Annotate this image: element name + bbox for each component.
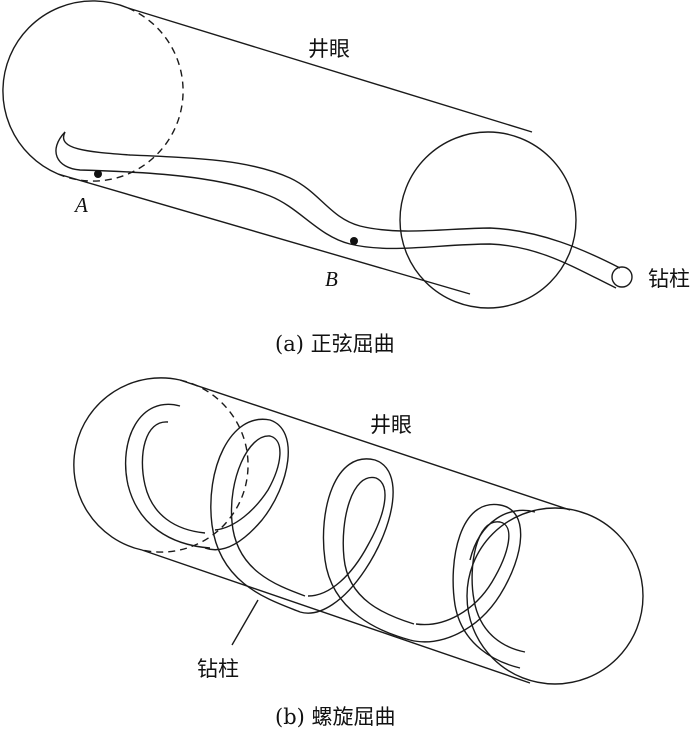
point-b-label: B (325, 267, 338, 291)
point-a-marker (94, 170, 102, 178)
drillstring-a (55, 131, 633, 289)
helix-coil-4-outer (409, 503, 522, 669)
drillstring-b (124, 403, 536, 669)
wellbore-front-circle-a-hidden (57, 7, 184, 182)
drillstring-label-b: 钻柱 (197, 657, 239, 681)
diagram-a-sinusoidal-buckling: 井眼 钻柱 A B (a) 正弦屈曲 (2, 0, 690, 356)
wellbore-label-b: 井眼 (370, 413, 412, 437)
wellbore-front-circle-b-visible (73, 377, 181, 551)
helix-coil-2-outer (204, 418, 301, 613)
wellbore-front-circle-a-visible (2, 0, 129, 175)
drillstring-end-a (611, 266, 633, 288)
wellbore-cylinder-b (73, 377, 644, 685)
wellbore-cylinder-a (2, 0, 577, 309)
wellbore-back-circle-b (466, 507, 644, 685)
caption-b: (b) 螺旋屈曲 (275, 705, 396, 729)
diagram-b-helical-buckling: 井眼 钻柱 (b) 螺旋屈曲 (73, 377, 644, 729)
helix-coil-2-inner (214, 435, 306, 597)
point-b-marker (350, 237, 358, 245)
helix-coil-3-outer (299, 458, 411, 641)
drillstring-label-a: 钻柱 (648, 267, 690, 291)
helix-coil-1-inner (141, 421, 206, 534)
wellbore-top-edge-b (179, 379, 571, 511)
helix-coil-4-inner (415, 521, 526, 653)
point-a-label: A (73, 193, 88, 217)
wellbore-bottom-edge-a (57, 173, 471, 295)
drillstring-upper-edge-a (62, 131, 621, 269)
drillstring-leader-line-b (231, 599, 259, 646)
wellbore-front-circle-b-hidden (141, 379, 249, 553)
wellbore-bottom-edge-b (141, 549, 531, 684)
helix-coil-3-inner (307, 476, 415, 625)
helix-tail (469, 509, 536, 561)
drillstring-lower-edge-a (55, 131, 617, 289)
helix-coil-1-outer (124, 403, 211, 549)
wellbore-back-circle-a (399, 131, 577, 309)
wellbore-top-edge-a (127, 7, 533, 133)
wellbore-label-a: 井眼 (308, 37, 350, 61)
caption-a: (a) 正弦屈曲 (275, 332, 395, 356)
